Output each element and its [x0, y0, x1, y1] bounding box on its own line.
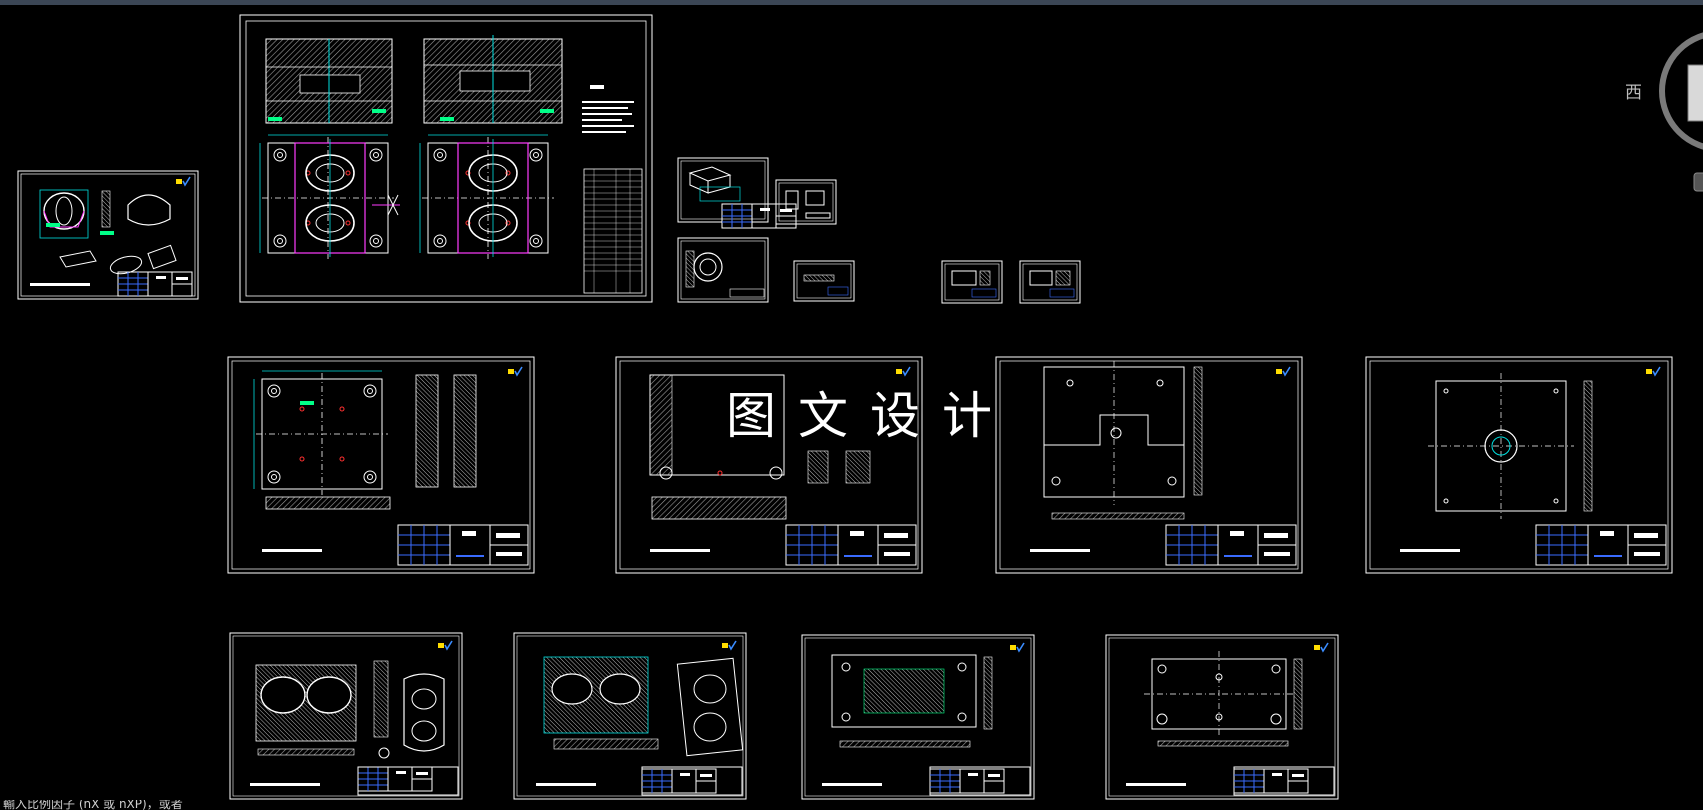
- sheet-detail-2[interactable]: [775, 179, 837, 225]
- sheet-support-plate[interactable]: [1105, 634, 1339, 800]
- sheet-detail-1[interactable]: [677, 157, 797, 229]
- viewcube-compass-west-label[interactable]: 西: [1625, 83, 1642, 103]
- sheet-detail-5[interactable]: [941, 260, 1003, 304]
- sheet-detail-4[interactable]: [793, 260, 855, 302]
- sheet-cavity-a[interactable]: [229, 632, 463, 800]
- sheet-ejector-plate[interactable]: [801, 634, 1035, 800]
- sheet-plate-c[interactable]: [995, 356, 1303, 574]
- command-line[interactable]: 輸入比例因子 (nX 或 nXP)，或者: [0, 800, 1703, 810]
- drawing-canvas[interactable]: [0, 5, 1703, 800]
- sheet-plate-b[interactable]: [615, 356, 923, 574]
- sheet-part-overview[interactable]: [17, 170, 199, 300]
- sheet-detail-3[interactable]: [677, 237, 769, 303]
- viewcube-widget[interactable]: [1659, 32, 1703, 192]
- sheet-plate-d[interactable]: [1365, 356, 1673, 574]
- command-prompt: 輸入比例因子 (nX 或 nXP)，或者: [3, 800, 183, 810]
- sheet-detail-6[interactable]: [1019, 260, 1081, 304]
- sheet-assembly[interactable]: [239, 14, 653, 303]
- sheet-plate-a[interactable]: [227, 356, 535, 574]
- title-bar: [0, 0, 1703, 5]
- sheet-cavity-b[interactable]: [513, 632, 747, 800]
